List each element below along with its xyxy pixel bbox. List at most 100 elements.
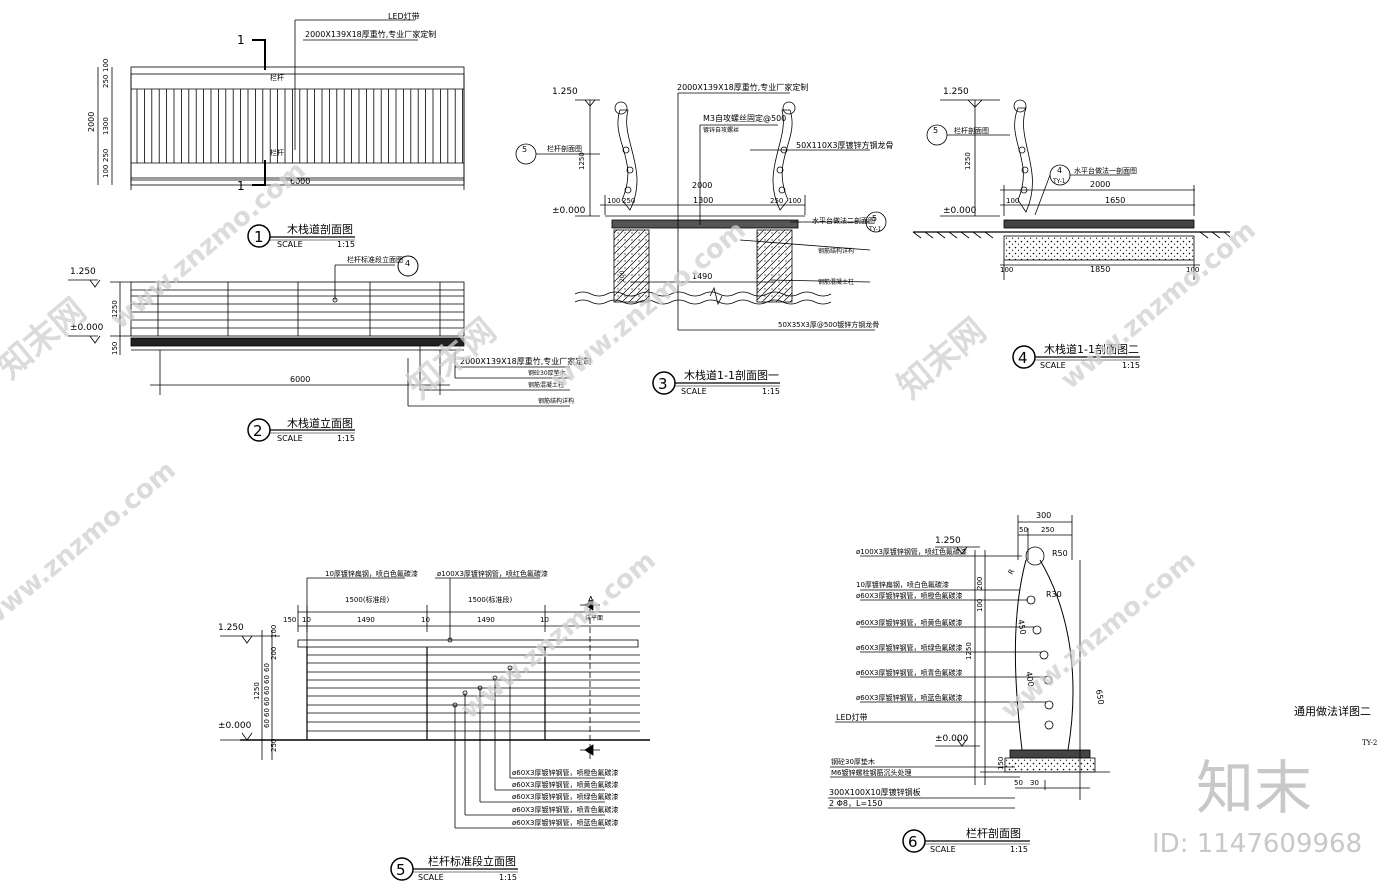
sec4-level-top: 1.250: [943, 87, 969, 97]
plan1-width: 6000: [290, 177, 310, 186]
sec6-arc: 450: [1016, 619, 1028, 636]
plan1-railing-bottom: 栏杆: [270, 148, 284, 157]
rail-dim: 60: [263, 663, 271, 672]
sec3-d200: 200: [619, 270, 626, 282]
rail-dim: 60: [263, 675, 271, 684]
elev5-note-1: ø60X3厚镀锌钢管，喷橙色氟碳漆: [512, 768, 618, 777]
title-6-scale-label: SCALE: [930, 845, 956, 854]
watermark-id: ID: 1147609968: [1152, 829, 1362, 859]
plan1-cut-bottom: 1: [237, 179, 245, 193]
elev5-note-4: ø60X3厚镀锌钢管，喷青色氟碳漆: [512, 805, 618, 814]
watermark-cn-1: 知末网: [0, 291, 94, 387]
title-2-name: 木栈道立面图: [287, 416, 353, 430]
sec6-bar: 2 Φ8，L=150: [829, 799, 882, 808]
sec6-r50: R50: [1052, 549, 1068, 558]
sec3-ref-num: 5: [522, 145, 527, 154]
elev2-note-1: 2000X139X18厚重竹,专业厂家定制: [460, 356, 591, 366]
elevation-5: [220, 577, 650, 829]
title-block-3: 3 木栈道1-1剖面图一 SCALE 1:15: [652, 368, 780, 396]
sec3-horiz-sub: TY-1: [868, 226, 882, 233]
sec3-w1300: 1300: [693, 196, 713, 205]
elev5-seg1: 1500(标准段): [345, 595, 390, 604]
title-2-scale: 1:15: [337, 434, 355, 443]
elev5-cut-top: A: [588, 595, 594, 604]
elev5-h200: 200: [270, 647, 278, 660]
title-4-name: 木栈道1-1剖面图二: [1044, 342, 1139, 356]
sec4-level-zero: ±0.000: [943, 206, 977, 216]
sec6-plate: 300X100X10厚镀锌钢板: [829, 787, 921, 797]
title-5-num: 5: [396, 861, 406, 879]
sec6-level-top: 1.250: [935, 536, 961, 546]
title-3-num: 3: [658, 375, 668, 393]
sec3-col: 钢筋混凝土柱: [818, 278, 854, 286]
elev5-d10a: 10: [302, 616, 311, 624]
title-2-scale-label: SCALE: [277, 434, 303, 443]
sec3-level-top: 1.250: [552, 87, 578, 97]
plan1-dim-250b: 250: [102, 149, 110, 162]
sec6-d50: 50: [1019, 526, 1028, 534]
title-4-num: 4: [1018, 349, 1028, 367]
sec3-tube: 50X110X3厚镀锌方钢龙骨: [796, 140, 894, 150]
sec6-d50b: 50: [1014, 779, 1023, 787]
plan1-dim-250a: 250: [102, 75, 110, 88]
sec4-ref-num: 5: [933, 126, 938, 135]
plan1-dim-1300: 1300: [102, 117, 110, 135]
sec6-note-5: ø60X3厚镀锌钢管，喷绿色氟碳漆: [856, 643, 962, 652]
sec3-railing: 栏杆剖面图: [547, 144, 582, 153]
sec4-railing: 栏杆剖面图: [954, 126, 989, 135]
sec6-note-2: 10厚镀锌扁钢，喷白色氟碳漆: [856, 580, 949, 589]
sec3-horiz: 水平台做法二剖面图: [812, 216, 875, 225]
elev5-cut-bottom: A: [588, 746, 594, 755]
sec6-r30: R30: [1046, 590, 1062, 599]
title-3-name: 木栈道1-1剖面图一: [684, 368, 779, 382]
elev5-level-zero: ±0.000: [218, 721, 252, 731]
sec6-note-6: ø60X3厚镀锌钢管，喷青色氟碳漆: [856, 668, 962, 677]
sec6-h100: 100: [976, 599, 984, 612]
title-4-scale-label: SCALE: [1040, 361, 1066, 370]
sec6-bolt: M6镀锌螺栓钢筋沉头处理: [831, 768, 912, 777]
elev2-level-top: 1.250: [70, 267, 96, 277]
sec6-len: 650: [1094, 689, 1106, 706]
sec3-bolt2: 镀锌自攻螺丝: [703, 126, 739, 134]
sec3-d250b: 250: [770, 197, 783, 205]
sec3-w2000: 2000: [692, 181, 712, 190]
sec3-bolt: M3自攻螺丝固定@500: [703, 113, 786, 123]
elev5-note-5: ø60X3厚镀锌钢管，喷蓝色氟碳漆: [512, 818, 618, 827]
title-5-name: 栏杆标准段立面图: [428, 854, 516, 868]
elev5-rail-dims: 60 60 60 60 60 60: [263, 663, 271, 728]
elev5-h100: 100: [270, 625, 278, 638]
sec6-w300: 300: [1036, 511, 1051, 520]
sec6-led: LED灯带: [836, 712, 868, 722]
elev5-d10c: 10: [540, 616, 549, 624]
rail-dim: 60: [263, 719, 271, 728]
sec3-h1250: 1250: [578, 152, 586, 170]
sec6-level-zero: ±0.000: [935, 734, 969, 744]
plan1-board-label: 2000X139X18厚重竹,专业厂家定制: [305, 29, 436, 39]
plan1-railing-top: 栏杆: [270, 73, 284, 82]
elev5-top2: ø100X3厚镀锌钢管，喷红色氟碳漆: [437, 569, 548, 578]
elev2-note-2: 钢砼30厚垫木: [528, 369, 566, 377]
sec6-r1: R: [1007, 568, 1016, 576]
brand-logo: 知末: [1196, 754, 1312, 822]
sheet-title: 通用做法详图二: [1294, 704, 1371, 718]
sec6-h200: 200: [976, 577, 984, 590]
elev5-top1: 10厚镀锌扁钢，喷白色氟碳漆: [325, 569, 418, 578]
sec3-steel: 钢筋结构详构: [818, 247, 854, 255]
title-1-scale: 1:15: [337, 240, 355, 249]
sec4-h1250: 1250: [964, 152, 972, 170]
elevation-2: [68, 255, 570, 407]
sec4-d100c: 100: [1186, 266, 1199, 274]
sec6-h1250: 1250: [965, 642, 973, 660]
sec4-ref4: 4: [1057, 166, 1062, 175]
sec4-horiz: 水平台做法一剖面图: [1074, 166, 1137, 175]
title-5-scale: 1:15: [499, 873, 517, 882]
title-block-6: 6 栏杆剖面图 SCALE 1:15: [902, 826, 1030, 854]
elev5-d10b: 10: [421, 616, 430, 624]
sec3-horiz-ref: 5: [872, 214, 877, 223]
plan1-dim-100b: 100: [102, 165, 110, 178]
elev2-h150: 150: [111, 342, 119, 355]
sheet-code: TY-2: [1362, 739, 1377, 747]
title-6-num: 6: [908, 833, 918, 851]
elev5-note-3: ø60X3厚镀锌钢管，喷绿色氟碳漆: [512, 792, 618, 801]
